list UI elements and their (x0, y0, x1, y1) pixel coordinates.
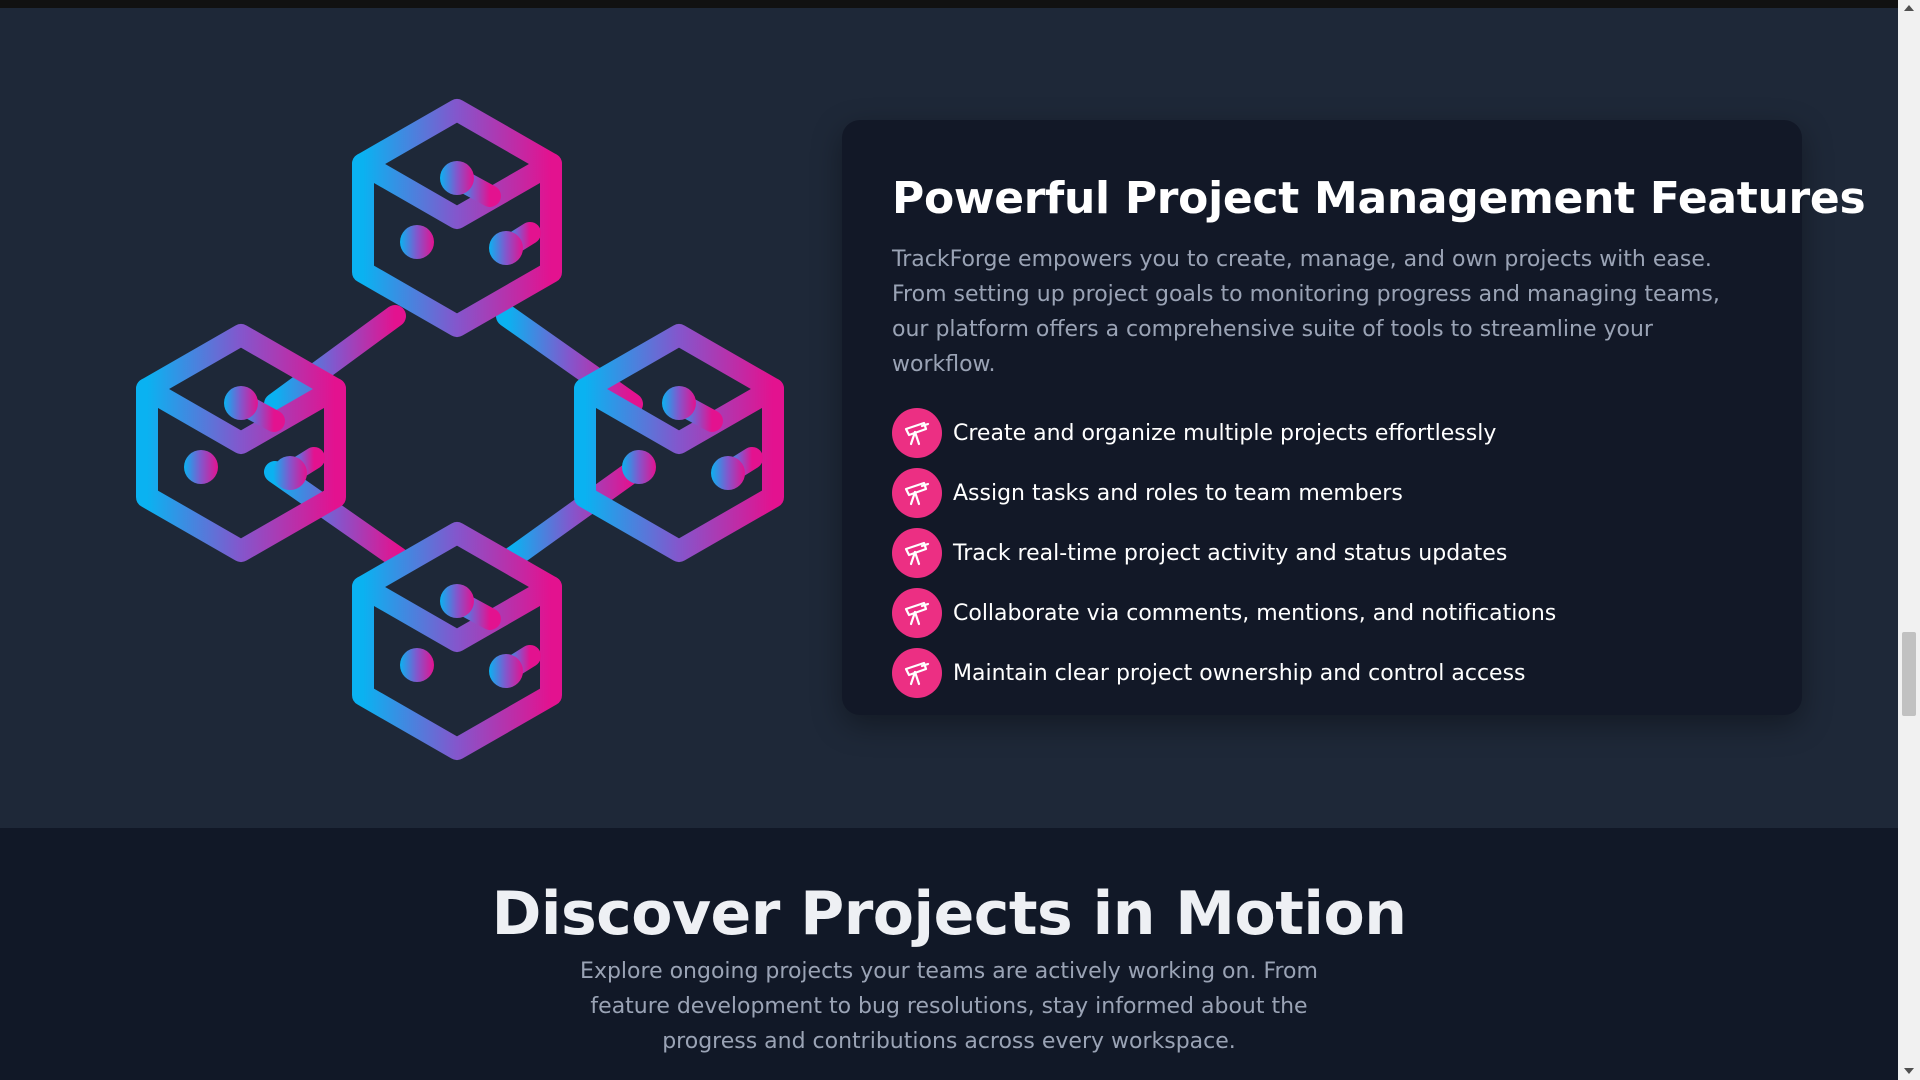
telescope-icon (892, 588, 942, 638)
scroll-up-arrow-icon[interactable] (1904, 5, 1914, 11)
feature-item: Assign tasks and roles to team members (892, 468, 1752, 518)
vertical-scrollbar[interactable] (1898, 0, 1920, 1080)
feature-text: Maintain clear project ownership and con… (953, 660, 1526, 686)
telescope-icon (892, 468, 942, 518)
connected-cubes-illustration (120, 88, 800, 768)
discover-section: Discover Projects in Motion Explore ongo… (0, 828, 1898, 1080)
feature-item: Collaborate via comments, mentions, and … (892, 588, 1752, 638)
scrollbar-thumb[interactable] (1902, 632, 1916, 716)
top-edge-bar (0, 0, 1898, 8)
feature-item: Maintain clear project ownership and con… (892, 648, 1752, 698)
telescope-icon (892, 528, 942, 578)
feature-item: Create and organize multiple projects ef… (892, 408, 1752, 458)
features-section: Powerful Project Management Features Tra… (0, 8, 1898, 828)
feature-item: Track real-time project activity and sta… (892, 528, 1752, 578)
features-title: Powerful Project Management Features (892, 173, 1866, 224)
features-description: TrackForge empowers you to create, manag… (892, 247, 1720, 377)
discover-description: Explore ongoing projects your teams are … (580, 959, 1318, 1054)
telescope-icon (892, 648, 942, 698)
telescope-icon (892, 408, 942, 458)
feature-text: Assign tasks and roles to team members (953, 480, 1403, 506)
feature-text: Track real-time project activity and sta… (953, 540, 1508, 566)
scroll-down-arrow-icon[interactable] (1904, 1068, 1914, 1074)
features-card: Powerful Project Management Features Tra… (842, 120, 1866, 715)
discover-title: Discover Projects in Motion (491, 879, 1407, 949)
feature-text: Create and organize multiple projects ef… (953, 420, 1497, 446)
feature-text: Collaborate via comments, mentions, and … (953, 600, 1557, 626)
feature-list: Create and organize multiple projects ef… (892, 408, 1752, 698)
